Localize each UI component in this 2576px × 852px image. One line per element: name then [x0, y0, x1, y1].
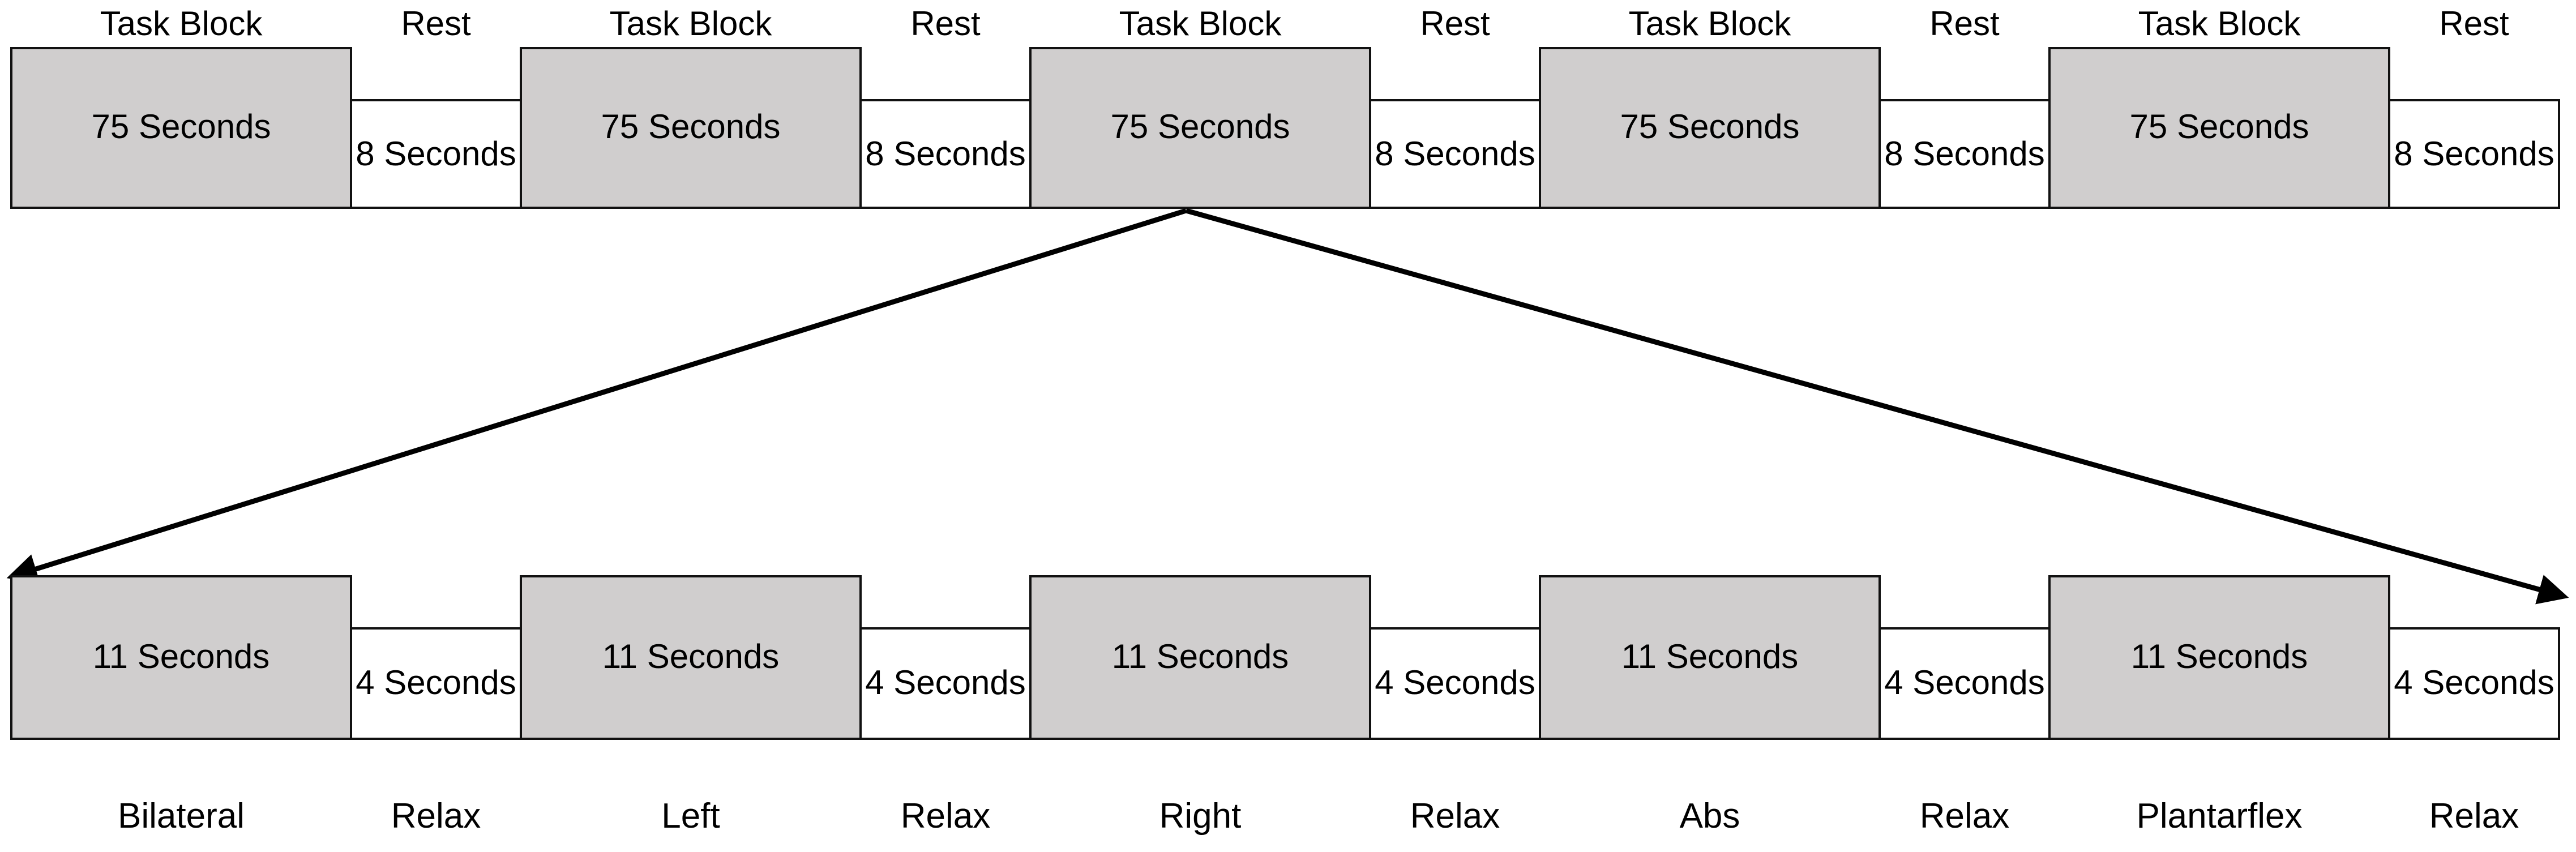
task-block-box: [1029, 47, 1371, 209]
relax-duration: 4 Seconds: [2394, 663, 2554, 701]
relax-box: [1878, 627, 2051, 740]
task-duration: 75 Seconds: [1620, 108, 1800, 145]
relax-label: Relax: [1410, 797, 1500, 836]
rest-block-box: [2388, 99, 2560, 209]
rest-duration: 8 Seconds: [2394, 135, 2554, 173]
relax-duration: 4 Seconds: [1884, 663, 2045, 701]
task-block-box: [10, 47, 352, 209]
task-block-box: [520, 47, 862, 209]
rest-duration: 8 Seconds: [865, 135, 1026, 173]
trial-label: Abs: [1680, 797, 1740, 836]
task-duration: 75 Seconds: [2130, 108, 2309, 145]
task-duration: 75 Seconds: [601, 108, 781, 145]
rest-header: Rest: [910, 5, 981, 42]
task-duration: 75 Seconds: [92, 108, 271, 145]
top-row: Task Block 75 Seconds Rest 8 Seconds Task Bl…: [10, 5, 2560, 209]
relax-label: Relax: [391, 797, 481, 836]
task-block-header: Task Block: [2138, 5, 2301, 42]
trial-box: [2048, 575, 2390, 740]
rest-duration: 8 Seconds: [356, 135, 516, 173]
expansion-arrows: [6, 208, 2569, 605]
trial-box: [520, 575, 862, 740]
rest-block-box: [1878, 99, 2051, 209]
trial-duration: 11 Seconds: [1621, 637, 1798, 675]
relax-box: [2388, 627, 2560, 740]
rest-header: Rest: [401, 5, 471, 42]
task-block-header: Task Block: [1629, 5, 1792, 42]
task-block-header: Task Block: [1119, 5, 1282, 42]
trial-duration: 11 Seconds: [2131, 637, 2308, 675]
trial-label: Bilateral: [118, 797, 245, 836]
relax-box: [859, 627, 1032, 740]
rest-duration: 8 Seconds: [1375, 135, 1535, 173]
rest-header: Rest: [1420, 5, 1490, 42]
rest-header: Rest: [1929, 5, 2000, 42]
relax-duration: 4 Seconds: [1375, 663, 1535, 701]
rest-duration: 8 Seconds: [1884, 135, 2045, 173]
trial-box: [1029, 575, 1371, 740]
relax-label: Relax: [2429, 797, 2519, 836]
trial-box: [1539, 575, 1881, 740]
task-block-box: [1539, 47, 1881, 209]
trial-duration: 11 Seconds: [1112, 637, 1289, 675]
relax-box: [350, 627, 522, 740]
rest-header: Rest: [2439, 5, 2509, 42]
rest-block-box: [350, 99, 522, 209]
task-block-header: Task Block: [610, 5, 773, 42]
trial-label: Right: [1159, 797, 1242, 836]
rest-block-box: [1369, 99, 1541, 209]
relax-label: Relax: [901, 797, 991, 836]
relax-label: Relax: [1920, 797, 2010, 836]
task-block-header: Task Block: [100, 5, 263, 42]
task-block-box: [2048, 47, 2390, 209]
relax-duration: 4 Seconds: [356, 663, 516, 701]
arrow-left: [6, 208, 1187, 584]
arrow-right: [1185, 208, 2569, 605]
trial-label: Left: [661, 797, 720, 836]
trial-duration: 11 Seconds: [602, 637, 779, 675]
relax-box: [1369, 627, 1541, 740]
task-duration: 75 Seconds: [1111, 108, 1290, 145]
relax-duration: 4 Seconds: [865, 663, 1026, 701]
trial-label: Plantarflex: [2137, 797, 2303, 836]
trial-duration: 11 Seconds: [93, 637, 269, 675]
